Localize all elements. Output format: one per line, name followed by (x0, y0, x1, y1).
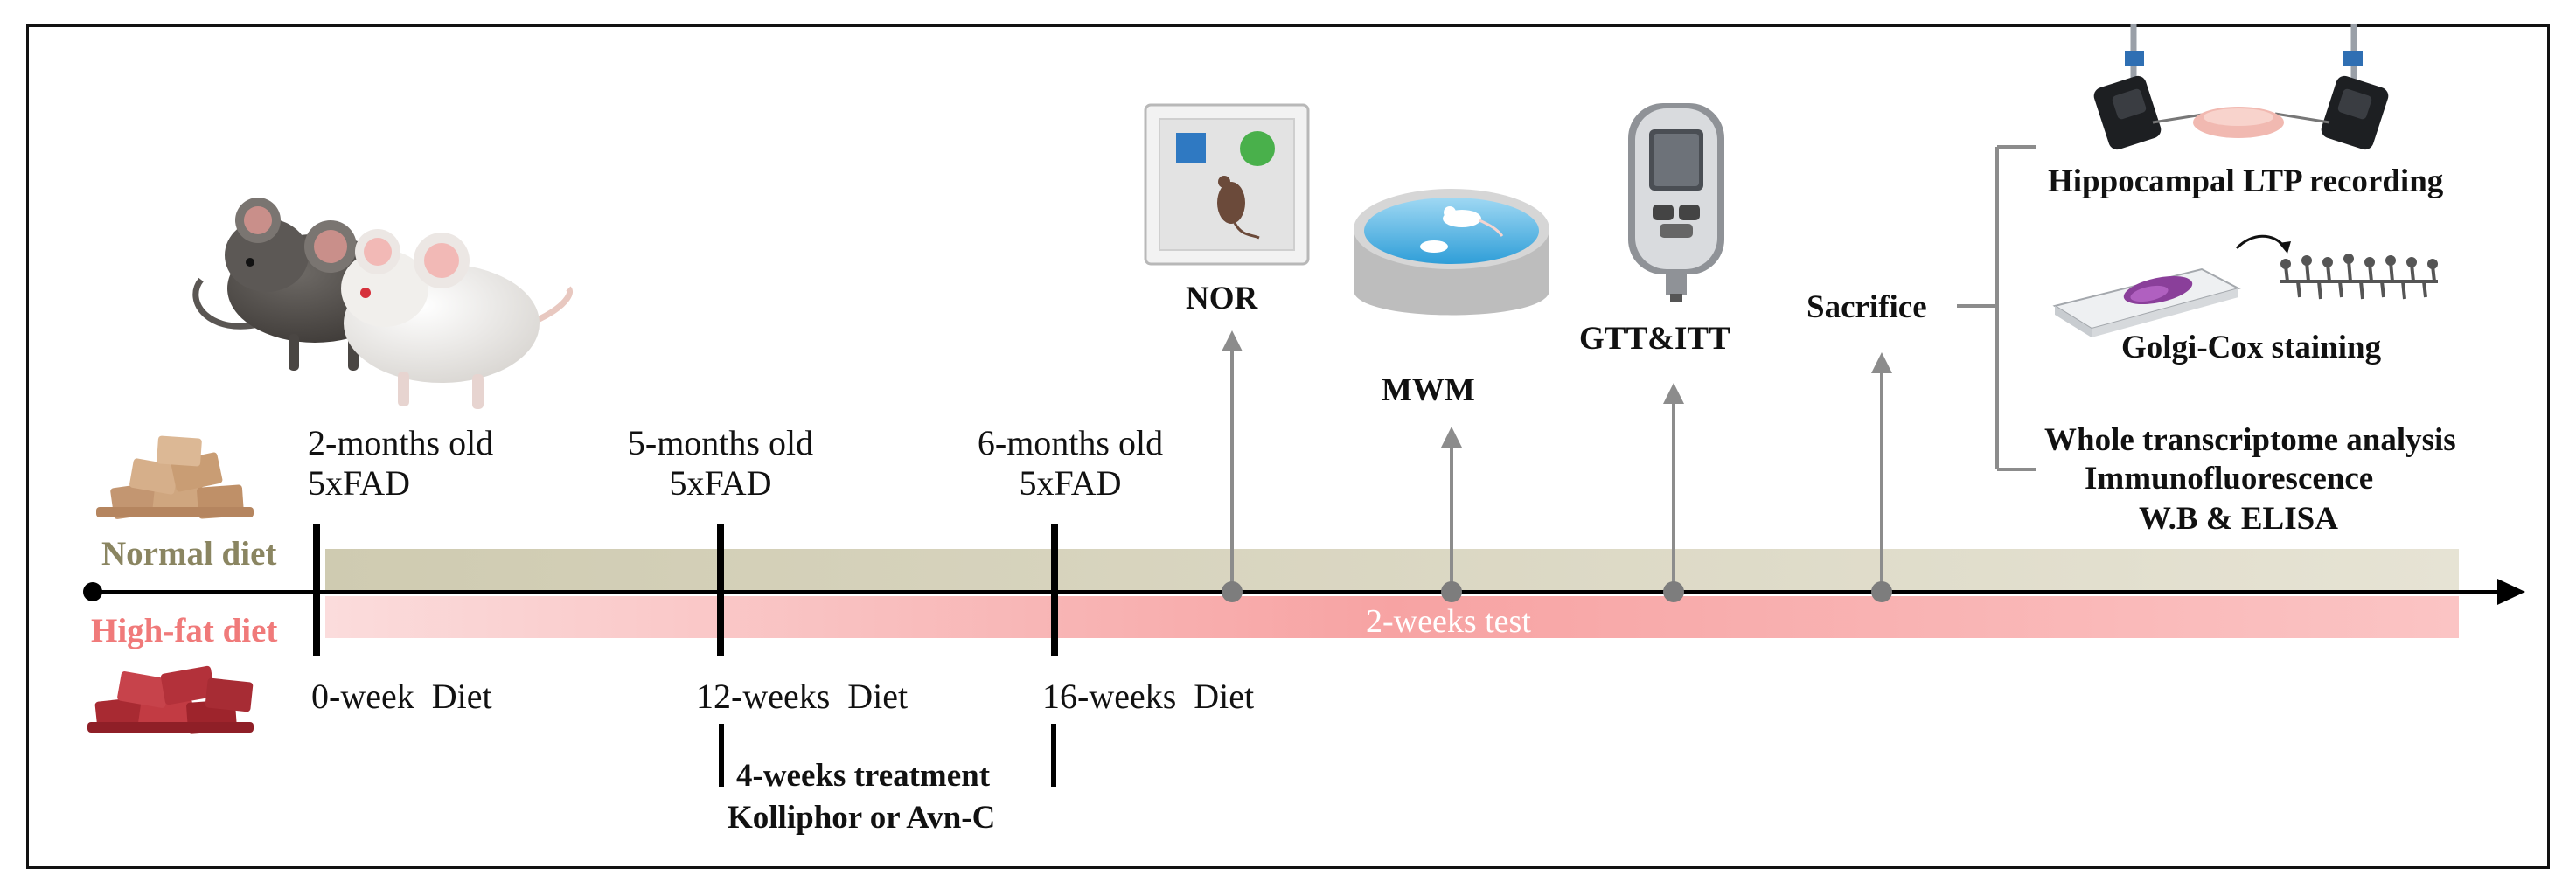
tick-0-week (313, 524, 320, 656)
glucometer-icon (1628, 103, 1724, 302)
mwm-arrow (1441, 427, 1462, 602)
treatment-bracket-left (719, 724, 724, 787)
treatment-agents: Kolliphor or Avn-C (728, 800, 996, 836)
transcriptome-label: Whole transcriptome analysis (2044, 422, 2456, 458)
high-fat-chow-icon (87, 665, 254, 734)
wb-elisa-label: W.B & ELISA (2139, 501, 2338, 537)
tick-16-weeks (1051, 524, 1058, 656)
analysis-bracket (1957, 145, 2036, 471)
nor-test-icon (1144, 103, 1310, 266)
ltp-rig-icon (2093, 24, 2389, 150)
ltp-label: Hippocampal LTP recording (2048, 163, 2444, 199)
high-fat-diet-label: High-fat diet (91, 612, 278, 649)
normal-chow-icon (96, 435, 254, 519)
age-6-months-line1: 6-months old (977, 423, 1164, 462)
timeline-arrowhead (2497, 579, 2525, 605)
age-5-months-line1: 5-months old (627, 423, 814, 462)
tick-12-weeks (717, 524, 724, 656)
dendrite-icon (2280, 254, 2438, 300)
timeline-start-dot (83, 582, 102, 601)
gtt-itt-arrow (1663, 383, 1684, 602)
age-2-months-line1: 2-months old (308, 423, 494, 462)
diagram-frame (26, 24, 2550, 869)
high-fat-diet-band (325, 596, 2459, 638)
golgi-slide-icon (2052, 234, 2291, 337)
normal-diet-label: Normal diet (101, 535, 277, 573)
treatment-bracket-right (1051, 724, 1056, 787)
age-6-months-line2: 5xFAD (1019, 463, 1122, 503)
age-2-months-line2: 5xFAD (308, 463, 411, 503)
age-5-months: 5-months old 5xFAD (617, 423, 824, 504)
mwm-label: MWM (1382, 372, 1475, 408)
normal-diet-band (325, 549, 2459, 593)
gtt-itt-label: GTT&ITT (1579, 321, 1730, 357)
mouse-icons (192, 198, 573, 409)
diet-16-weeks: 16-weeks Diet (1042, 677, 1255, 716)
test-period-label: 2-weeks test (1366, 603, 1531, 640)
diet-12-weeks: 12-weeks Diet (696, 677, 909, 716)
golgi-label: Golgi-Cox staining (2121, 330, 2382, 365)
age-2-months: 2-months old 5xFAD (308, 423, 493, 504)
nor-label: NOR (1186, 281, 1258, 316)
mwm-test-icon (1354, 189, 1549, 316)
sacrifice-arrow (1871, 352, 1892, 602)
immuno-label: Immunofluorescence (2085, 461, 2374, 497)
age-6-months: 6-months old 5xFAD (965, 423, 1175, 504)
sacrifice-label: Sacrifice (1807, 289, 1927, 325)
nor-arrow (1222, 330, 1243, 602)
treatment-duration: 4-weeks treatment (736, 758, 991, 794)
age-5-months-line2: 5xFAD (669, 463, 772, 503)
diet-0-week: 0-week Diet (311, 677, 492, 716)
